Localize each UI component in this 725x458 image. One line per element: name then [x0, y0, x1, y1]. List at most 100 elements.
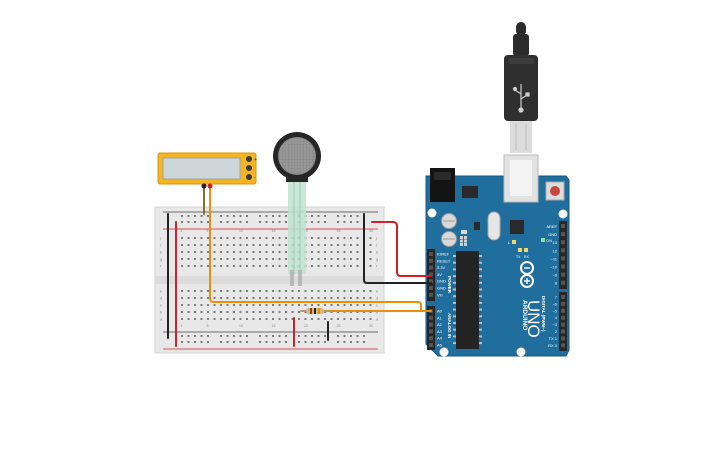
breadboard-hole[interactable]: [233, 251, 235, 253]
breadboard-hole[interactable]: [356, 297, 359, 299]
rail-hole[interactable]: [356, 335, 359, 337]
breadboard-hole[interactable]: [330, 297, 333, 299]
breadboard-hole[interactable]: [311, 318, 313, 320]
breadboard-hole[interactable]: [187, 244, 190, 246]
header-pin[interactable]: [429, 272, 433, 277]
rail-hole[interactable]: [194, 341, 196, 343]
breadboard-hole[interactable]: [181, 258, 183, 260]
breadboard-hole[interactable]: [272, 265, 274, 267]
header-pin[interactable]: [561, 336, 565, 341]
analog-header[interactable]: [427, 306, 435, 350]
rail-hole[interactable]: [200, 215, 203, 217]
rail-hole[interactable]: [337, 215, 339, 217]
breadboard-hole[interactable]: [278, 237, 281, 239]
breadboard-hole[interactable]: [343, 258, 346, 260]
breadboard-hole[interactable]: [317, 258, 320, 260]
breadboard-hole[interactable]: [369, 304, 372, 306]
rail-hole[interactable]: [207, 215, 209, 217]
breadboard-hole[interactable]: [187, 304, 190, 306]
breadboard-hole[interactable]: [200, 304, 203, 306]
icsp-pin[interactable]: [464, 243, 467, 246]
breadboard-hole[interactable]: [337, 237, 339, 239]
rail-hole[interactable]: [259, 215, 261, 217]
header-pin[interactable]: [561, 264, 565, 269]
breadboard-hole[interactable]: [265, 297, 268, 299]
breadboard-hole[interactable]: [226, 237, 229, 239]
breadboard-hole[interactable]: [239, 265, 242, 267]
breadboard-hole[interactable]: [239, 311, 242, 313]
rail-hole[interactable]: [220, 335, 222, 337]
breadboard-hole[interactable]: [330, 244, 333, 246]
header-pin[interactable]: [561, 301, 565, 306]
rail-hole[interactable]: [317, 341, 320, 343]
breadboard-hole[interactable]: [200, 318, 203, 320]
breadboard-hole[interactable]: [324, 290, 326, 292]
breadboard-hole[interactable]: [246, 318, 248, 320]
header-pin[interactable]: [561, 322, 565, 327]
breadboard-hole[interactable]: [246, 251, 248, 253]
breadboard-hole[interactable]: [233, 304, 235, 306]
breadboard-hole[interactable]: [246, 297, 248, 299]
breadboard-hole[interactable]: [181, 290, 183, 292]
breadboard-hole[interactable]: [181, 304, 183, 306]
breadboard-hole[interactable]: [246, 311, 248, 313]
breadboard-hole[interactable]: [207, 297, 209, 299]
rail-hole[interactable]: [226, 221, 229, 223]
breadboard-hole[interactable]: [187, 258, 190, 260]
rail-hole[interactable]: [259, 341, 261, 343]
header-pin[interactable]: [429, 336, 433, 341]
rail-hole[interactable]: [272, 341, 274, 343]
rail-hole[interactable]: [350, 221, 352, 223]
breadboard-hole[interactable]: [181, 244, 183, 246]
rail-hole[interactable]: [181, 335, 183, 337]
breadboard-hole[interactable]: [272, 244, 274, 246]
breadboard-hole[interactable]: [343, 318, 346, 320]
breadboard-hole[interactable]: [369, 244, 372, 246]
breadboard-hole[interactable]: [220, 244, 222, 246]
breadboard-hole[interactable]: [291, 304, 294, 306]
breadboard-hole[interactable]: [259, 258, 261, 260]
breadboard-hole[interactable]: [220, 297, 222, 299]
breadboard-hole[interactable]: [311, 251, 313, 253]
breadboard-hole[interactable]: [252, 258, 255, 260]
breadboard-hole[interactable]: [324, 258, 326, 260]
header-pin[interactable]: [429, 322, 433, 327]
breadboard-hole[interactable]: [187, 311, 190, 313]
breadboard-hole[interactable]: [337, 304, 339, 306]
breadboard-hole[interactable]: [213, 297, 216, 299]
breadboard-hole[interactable]: [298, 318, 300, 320]
breadboard-hole[interactable]: [356, 251, 359, 253]
rail-hole[interactable]: [181, 221, 183, 223]
rail-hole[interactable]: [200, 341, 203, 343]
breadboard-hole[interactable]: [239, 244, 242, 246]
breadboard-hole[interactable]: [350, 304, 352, 306]
breadboard-hole[interactable]: [187, 265, 190, 267]
breadboard-hole[interactable]: [181, 318, 183, 320]
header-pin[interactable]: [429, 265, 433, 270]
icsp-pin[interactable]: [460, 236, 463, 239]
breadboard-hole[interactable]: [278, 258, 281, 260]
breadboard-hole[interactable]: [337, 258, 339, 260]
breadboard-hole[interactable]: [194, 304, 196, 306]
breadboard-hole[interactable]: [330, 265, 333, 267]
breadboard-hole[interactable]: [343, 251, 346, 253]
rail-hole[interactable]: [278, 221, 281, 223]
rail-hole[interactable]: [278, 335, 281, 337]
breadboard-hole[interactable]: [330, 251, 333, 253]
breadboard-hole[interactable]: [356, 304, 359, 306]
breadboard-hole[interactable]: [285, 237, 287, 239]
breadboard-hole[interactable]: [311, 265, 313, 267]
breadboard-hole[interactable]: [233, 290, 235, 292]
breadboard-hole[interactable]: [239, 251, 242, 253]
breadboard-hole[interactable]: [272, 237, 274, 239]
breadboard-hole[interactable]: [363, 304, 365, 306]
rail-hole[interactable]: [239, 335, 242, 337]
breadboard-hole[interactable]: [233, 258, 235, 260]
rail-hole[interactable]: [220, 215, 222, 217]
breadboard-hole[interactable]: [207, 251, 209, 253]
header-pin[interactable]: [429, 343, 433, 347]
header-pin[interactable]: [429, 315, 433, 320]
header-pin[interactable]: [561, 272, 565, 277]
rail-hole[interactable]: [272, 221, 274, 223]
